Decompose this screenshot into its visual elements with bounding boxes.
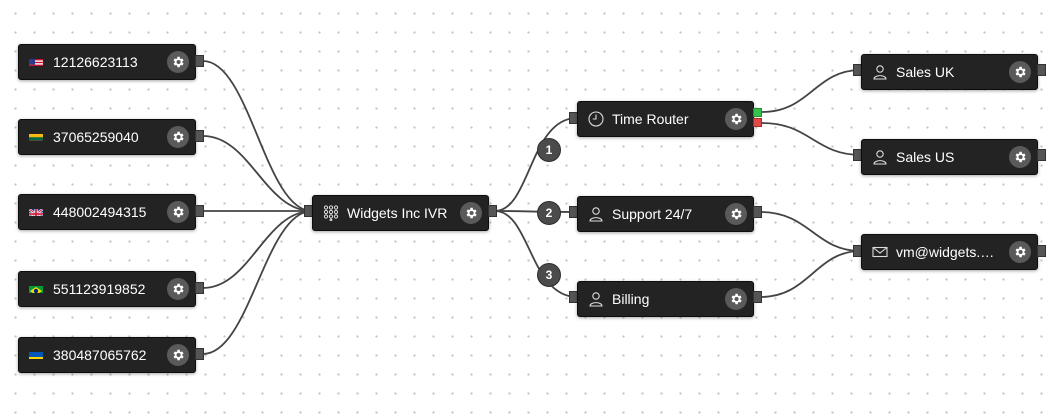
settings-gear-icon[interactable] <box>1009 61 1031 83</box>
voicemail-node[interactable]: vm@widgets.… <box>861 234 1038 270</box>
output-port[interactable] <box>195 55 204 67</box>
output-port[interactable] <box>195 282 204 294</box>
sales-uk-node[interactable]: Sales UK <box>861 54 1038 90</box>
phone-number: 448002494315 <box>53 204 147 220</box>
output-port[interactable] <box>1037 149 1046 161</box>
settings-gear-icon[interactable] <box>725 288 747 310</box>
settings-gear-icon[interactable] <box>1009 146 1031 168</box>
node-label: Widgets Inc IVR <box>347 205 448 221</box>
node-label: Support 24/7 <box>612 206 693 222</box>
wire-number-1 <box>202 60 313 212</box>
wire-option-1 <box>494 117 578 212</box>
menu-option-badge: 3 <box>537 263 561 287</box>
us-flag-icon <box>29 56 43 66</box>
ivr-node[interactable]: Widgets Inc IVR <box>312 195 489 231</box>
settings-gear-icon[interactable] <box>167 201 189 223</box>
keypad-icon <box>323 205 339 222</box>
number-node-lt[interactable]: 37065259040 <box>18 119 196 155</box>
ua-flag-icon <box>29 349 43 359</box>
phone-number: 380487065762 <box>53 347 147 363</box>
phone-number: 37065259040 <box>53 129 139 145</box>
wire-option-2 <box>494 210 578 213</box>
user-icon <box>872 64 888 80</box>
gb-flag-icon <box>29 206 43 216</box>
menu-option-badge: 2 <box>537 201 561 225</box>
wire-number-2 <box>202 135 313 212</box>
wire-closed-to-sales-us <box>761 122 862 156</box>
settings-gear-icon[interactable] <box>725 203 747 225</box>
settings-gear-icon[interactable] <box>167 51 189 73</box>
settings-gear-icon[interactable] <box>167 126 189 148</box>
settings-gear-icon[interactable] <box>1009 241 1031 263</box>
lt-flag-icon <box>29 131 43 141</box>
output-port[interactable] <box>195 130 204 142</box>
settings-gear-icon[interactable] <box>167 278 189 300</box>
clock-icon <box>588 111 604 127</box>
phone-number: 551123919852 <box>53 281 146 297</box>
open-hours-port[interactable] <box>753 108 762 117</box>
node-label: Billing <box>612 291 650 307</box>
number-node-gb[interactable]: 448002494315 <box>18 194 196 230</box>
user-icon <box>588 291 604 307</box>
settings-gear-icon[interactable] <box>725 108 747 130</box>
node-label: vm@widgets.… <box>896 244 995 260</box>
wire-open-to-sales-uk <box>761 69 862 113</box>
support-node[interactable]: Support 24/7 <box>577 196 754 232</box>
br-flag-icon <box>29 283 43 293</box>
output-port[interactable] <box>753 291 762 303</box>
node-label: Time Router <box>612 111 689 127</box>
node-label: Sales US <box>896 149 955 165</box>
output-port[interactable] <box>488 205 497 217</box>
user-icon <box>588 206 604 222</box>
wire-billing-to-voicemail <box>759 250 862 298</box>
settings-gear-icon[interactable] <box>167 344 189 366</box>
sales-us-node[interactable]: Sales US <box>861 139 1038 175</box>
number-node-ua[interactable]: 380487065762 <box>18 337 196 373</box>
output-port[interactable] <box>195 348 204 360</box>
envelope-icon <box>872 244 888 260</box>
billing-node[interactable]: Billing <box>577 281 754 317</box>
node-label: Sales UK <box>896 64 955 80</box>
wire-option-3 <box>494 210 578 298</box>
time-router-node[interactable]: Time Router <box>577 101 754 137</box>
closed-hours-port[interactable] <box>753 118 762 127</box>
menu-option-badge: 1 <box>537 138 561 162</box>
output-port[interactable] <box>195 205 204 217</box>
number-node-us[interactable]: 12126623113 <box>18 44 196 80</box>
settings-gear-icon[interactable] <box>460 202 482 224</box>
number-node-br[interactable]: 551123919852 <box>18 271 196 307</box>
wire-support-to-voicemail <box>759 211 862 252</box>
output-port[interactable] <box>1037 245 1046 257</box>
phone-number: 12126623113 <box>53 54 138 70</box>
output-port[interactable] <box>1037 64 1046 76</box>
output-port[interactable] <box>753 206 762 218</box>
wire-number-5 <box>202 210 313 355</box>
user-icon <box>872 149 888 165</box>
wire-number-4 <box>202 210 313 289</box>
